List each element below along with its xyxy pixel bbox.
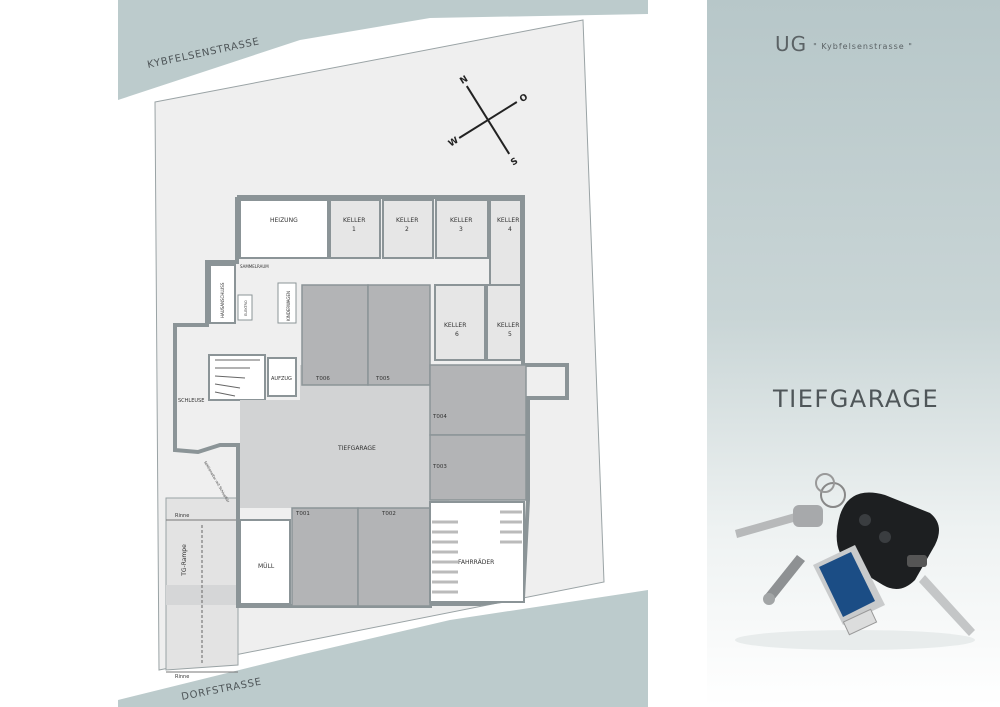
label-t003: T003 — [432, 464, 447, 470]
parking-t006 — [301, 284, 369, 386]
compass-w: W — [447, 136, 461, 150]
keller-3-a: KELLER — [450, 217, 472, 224]
muell-label: MÜLL — [258, 563, 275, 570]
keller-6-b: 6 — [455, 331, 459, 338]
keller-2-a: KELLER — [396, 217, 418, 224]
label-t002: T002 — [381, 511, 396, 517]
tiefgarage-label: TIEFGARAGE — [337, 445, 376, 452]
garage-floor — [240, 365, 450, 520]
parking-t004 — [429, 364, 527, 436]
level-subtitle: " Kybfelsenstrasse " — [813, 42, 913, 51]
parking-t005 — [367, 284, 431, 386]
label-t004: T004 — [432, 414, 447, 420]
parking-t003 — [429, 434, 527, 501]
compass: N O S W — [447, 74, 530, 168]
rinne-2: Rinne — [175, 674, 189, 680]
keller-top — [329, 199, 522, 361]
compass-s: S — [509, 156, 520, 168]
street-north — [118, 0, 648, 100]
keller-1-b: 1 — [352, 226, 356, 233]
label-t006: T006 — [315, 376, 330, 382]
sidebar: UG " Kybfelsenstrasse " TIEFGARAGE — [707, 0, 1000, 707]
hausanschluss-label: HAUSANSCHLUSS — [220, 282, 225, 318]
level-label: UG — [775, 32, 808, 56]
parking-t001 — [291, 507, 359, 607]
keller-4-a: KELLER — [497, 217, 519, 224]
parking-t002 — [357, 507, 431, 607]
schleuse-label: SCHLEUSE — [178, 398, 204, 404]
keller-3-b: 3 — [459, 226, 463, 233]
keller-4-b: 4 — [508, 226, 512, 233]
car-keys-photo — [735, 473, 975, 650]
keller-5-a: KELLER — [497, 322, 519, 329]
keller-5-b: 5 — [508, 331, 512, 338]
aufzug-label: AUFZUG — [271, 376, 292, 382]
page-title: TIEFGARAGE — [773, 385, 940, 413]
sammelraum-label: SAMMELRAUM — [240, 264, 269, 269]
elevator — [267, 357, 297, 397]
header: UG " Kybfelsenstrasse " — [775, 32, 913, 56]
room-heizung-label: HEIZUNG — [270, 217, 298, 224]
ramp-area — [165, 497, 239, 671]
elektro-label: ELEKTRO — [244, 300, 248, 316]
street-south — [118, 590, 648, 707]
rinne-1: Rinne — [175, 513, 189, 519]
ramp-label: TG-Rampe — [181, 544, 188, 577]
keller-1-a: KELLER — [343, 217, 365, 224]
fahrraeder-label: FAHRRÄDER — [458, 559, 494, 566]
keller-6-a: KELLER — [444, 322, 466, 329]
keller-2-b: 2 — [405, 226, 409, 233]
kinderwagen-label: KINDERWAGEN — [286, 291, 291, 321]
room-muell — [239, 519, 291, 605]
compass-n: N — [458, 74, 470, 86]
label-t001: T001 — [295, 511, 310, 517]
room-heizung — [239, 199, 329, 259]
label-t005: T005 — [375, 376, 390, 382]
